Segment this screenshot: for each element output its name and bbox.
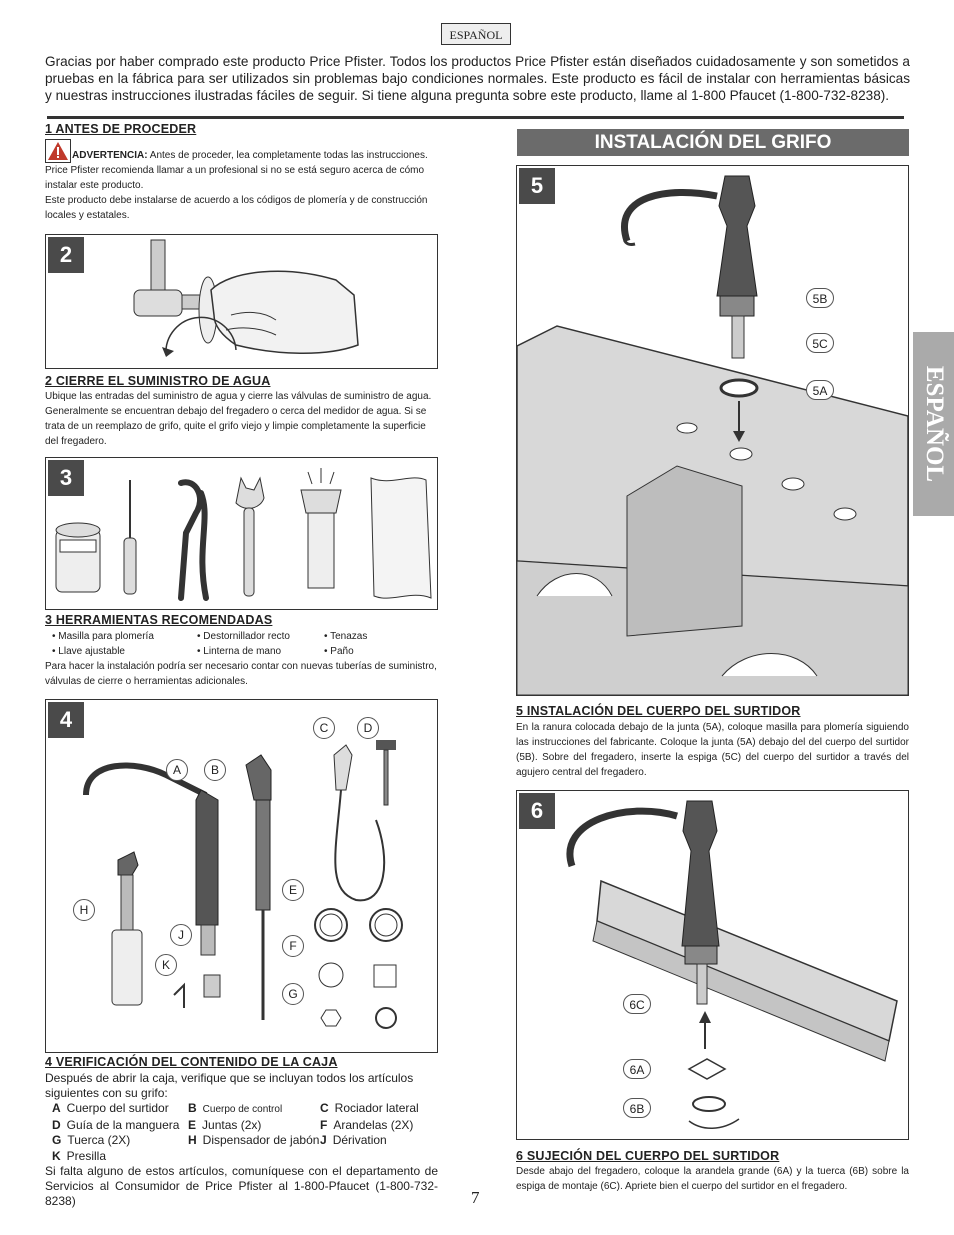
step4-badge: 4 (48, 702, 84, 738)
tool-item: • Tenazas (324, 631, 368, 642)
page-number: 7 (471, 1188, 480, 1207)
spout-install-illustration (517, 175, 908, 695)
intro-paragraph: Gracias por haber comprado este producto… (45, 54, 910, 103)
shutoff-valve-illustration (133, 239, 359, 357)
step3-title: 3 HERRAMIENTAS RECOMENDADAS (45, 613, 273, 627)
callout-a: A (166, 759, 188, 781)
step4-title: 4 VERIFICACIÓN DEL CONTENIDO DE LA CAJA (45, 1055, 338, 1069)
spout-secure-illustration (566, 800, 898, 1129)
tool-item: • Linterna de mano (197, 646, 282, 657)
step4-intro: Después de abrir la caja, verifique que … (45, 1071, 414, 1100)
callout-k: K (155, 954, 177, 976)
step3-figure: 3 (45, 457, 438, 610)
warning-icon (45, 139, 71, 163)
label-5b: 5B (806, 288, 834, 308)
step5-text: En la ranura colocada debajo de la junta… (516, 722, 909, 778)
step5-badge: 5 (519, 168, 555, 204)
step5-title: 5 INSTALACIÓN DEL CUERPO DEL SURTIDOR (516, 704, 801, 718)
putty-jar-icon (55, 522, 101, 593)
step6-title: 6 SUJECIÓN DEL CUERPO DEL SURTIDOR (516, 1149, 780, 1163)
step6-badge: 6 (519, 793, 555, 829)
header-divider (47, 116, 904, 119)
screwdriver-icon (123, 480, 137, 595)
tool-item: • Masilla para plomería (52, 631, 154, 642)
side-tab-label: ESPAÑOL (920, 365, 948, 483)
box-contents-illustration (83, 740, 403, 1029)
flashlight-icon (300, 468, 342, 589)
step2-badge: 2 (48, 237, 84, 273)
cloth-icon (370, 477, 432, 599)
tools-illustration (55, 468, 432, 601)
label-6b: 6B (623, 1098, 651, 1118)
callout-d: D (357, 717, 379, 739)
label-6c: 6C (623, 994, 651, 1014)
step5-figure: 5 5B 5C 5A (516, 165, 909, 696)
adjustable-wrench-icon (235, 476, 265, 597)
label-6a: 6A (623, 1059, 651, 1079)
tool-item: • Llave ajustable (52, 646, 125, 657)
step2-title: 2 CIERRE EL SUMINISTRO DE AGUA (45, 374, 271, 388)
tool-item: • Paño (324, 646, 354, 657)
step6-text: Desde abajo del fregadero, coloque la ar… (516, 1166, 909, 1192)
step6-figure: 6 6C 6A 6B (516, 790, 909, 1140)
step2-figure: 2 (45, 234, 438, 369)
warning-label: ADVERTENCIA: (72, 150, 148, 161)
section1-title: 1 ANTES DE PROCEDER (45, 122, 197, 136)
section1-body: ADVERTENCIA: Antes de proceder, lea comp… (45, 139, 438, 223)
callout-f: F (282, 935, 304, 957)
pliers-icon (178, 479, 209, 601)
warning-text: Antes de proceder, lea completamente tod… (147, 150, 428, 161)
label-5c: 5C (806, 333, 834, 353)
tool-item: • Destornillador recto (197, 631, 290, 642)
section1-line3: Este producto debe instalarse de acuerdo… (45, 195, 428, 221)
step3-badge: 3 (48, 460, 84, 496)
step2-text: Ubique las entradas del suministro de ag… (45, 391, 432, 447)
callout-e: E (282, 879, 304, 901)
step4-figure: 4 A B C D E F G H J K (45, 699, 438, 1053)
label-5a: 5A (806, 380, 834, 400)
step3-note: Para hacer la instalación podría ser nec… (45, 661, 437, 687)
language-side-tab: ESPAÑOL (913, 332, 954, 516)
callout-g: G (282, 983, 304, 1005)
callout-b: B (204, 759, 226, 781)
section1-line2: Price Pfister recomienda llamar a un pro… (45, 165, 425, 191)
callout-j: J (170, 924, 192, 946)
language-tag: ESPAÑOL (441, 23, 511, 45)
callout-c: C (313, 717, 335, 739)
tools-list: • Masilla para plomería • Destornillador… (52, 629, 432, 659)
callout-h: H (73, 899, 95, 921)
step4-footer: Si falta alguno de estos artículos, comu… (45, 1164, 438, 1208)
section-banner: INSTALACIÓN DEL GRIFO (517, 129, 909, 156)
